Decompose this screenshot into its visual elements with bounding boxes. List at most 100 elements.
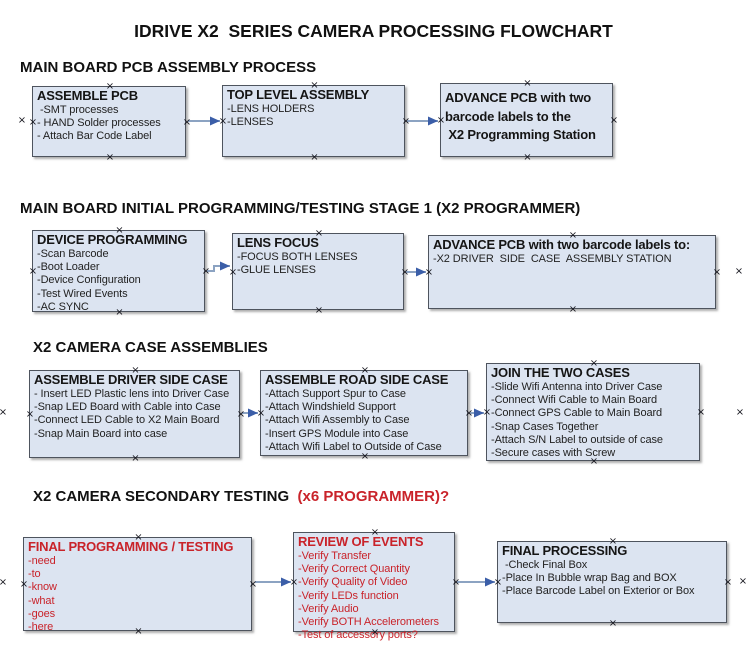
node-top-level-assembly: TOP LEVEL ASSEMBLY -LENS HOLDERS-LENSES … [219,81,410,163]
section-heading-secondary-testing: X2 CAMERA SECONDARY TESTING (x6 PROGRAMM… [33,488,449,505]
node-item: -Device Configuration [37,274,141,287]
node-item: -Connect LED Cable to X2 Main Board [34,414,220,427]
node-item: -Snap Cases Together [491,420,599,433]
node-item: -Attach Wifi Label to Outside of Case [265,440,442,453]
node-item: -to [28,568,41,581]
node-items: - Insert LED Plastic lens into Driver Ca… [34,388,239,441]
node-item: -Slide Wifi Antenna into Driver Case [491,381,663,393]
node-assemble-pcb: ASSEMBLE PCB -SMT processes- HAND Solder… [29,82,191,163]
node-item: -Verify Correct Quantity [298,563,410,576]
node-item: -SMT processes [37,104,119,116]
connector-marker: × [523,152,532,163]
connector-marker: × [523,78,532,89]
arrow [207,261,230,272]
node-title: DEVICE PROGRAMMING [37,232,188,247]
connector-marker: × [424,267,434,278]
node-item: -Verify BOTH Accelerometers [298,616,439,629]
node-item: -need [28,555,56,567]
node-title: ASSEMBLE ROAD SIDE CASE [265,372,449,387]
connector-marker: × [17,115,27,126]
node-item: -Snap LED Board with Cable into Case [34,401,221,414]
connector-marker: × [0,577,8,588]
connector-marker: × [735,407,745,418]
node-item: -Test Wired Events [37,287,128,300]
node-item: -Connect Wifi Cable to Main Board [491,394,658,407]
connector-marker: × [734,266,744,277]
node-items: -Scan Barcode-Boot Loader-Device Configu… [37,248,204,314]
node-item: -LENS HOLDERS [227,103,315,115]
node-item: -LENSES [227,116,274,129]
node-item: -Verify Audio [298,602,359,615]
node-item: -GLUE LENSES [237,264,316,277]
node-item: -Scan Barcode [37,248,109,260]
section-heading-pcb-assembly: MAIN BOARD PCB ASSEMBLY PROCESS [20,59,317,76]
node-review-of-events: REVIEW OF EVENTS -Verify Transfer-Verify… [290,528,460,642]
node-advance-pcb-programming-station: ADVANCE PCB with two barcode labels to th… [437,79,618,163]
connector-marker: × [310,152,319,163]
node-title: FINAL PROGRAMMING / TESTING [28,539,234,554]
node-title: FINAL PROCESSING [502,543,628,558]
node-bold-lines: ADVANCE PCB with two barcode labels to th… [445,89,612,145]
node-item: -Boot Loader [37,261,100,274]
node-item: -Attach Windshield Support [265,401,396,414]
node-item: -Verify Transfer [298,550,371,562]
connector-marker: × [568,304,578,315]
node-item: barcode labels to the [445,108,571,124]
node-title: ADVANCE PCB with two barcode labels to: [433,237,691,252]
node-item: -Check Final Box [502,559,588,571]
heading-black-part: X2 CAMERA SECONDARY TESTING [33,488,298,505]
node-title: JOIN THE TWO CASES [491,365,630,380]
node-item: -Connect GPS Cable to Main Board [491,407,663,420]
node-item: -Attach Support Spur to Case [265,388,406,400]
node-item: - HAND Solder processes [37,117,161,130]
node-items: -Check Final Box-Place In Bubble wrap Ba… [502,559,726,599]
node-assemble-driver-side-case: ASSEMBLE DRIVER SIDE CASE - Insert LED P… [26,366,245,464]
node-item: -AC SYNC [37,300,89,313]
connector-marker: × [608,618,618,629]
page-title: IDRIVE X2 SERIES CAMERA PROCESSING FLOWC… [134,21,613,41]
node-item: -Snap Main Board into case [34,427,168,440]
node-item: -Attach Wifi Assembly to Case [265,414,410,427]
node-item: -FOCUS BOTH LENSES [237,251,358,263]
node-title: ASSEMBLE PCB [37,88,138,103]
node-assemble-road-side-case: ASSEMBLE ROAD SIDE CASE -Attach Support … [257,366,473,462]
node-item: - Attach Bar Code Label [37,130,152,143]
node-title: ASSEMBLE DRIVER SIDE CASE [34,372,228,387]
section-heading-initial-programming: MAIN BOARD INITIAL PROGRAMMING/TESTING S… [20,200,581,217]
connector-marker: × [105,152,115,163]
node-item: -goes [28,607,56,620]
node-items: -X2 DRIVER SIDE CASE ASSEMBLY STATION [433,253,715,266]
connector-marker: × [0,407,8,418]
node-item: X2 Programming Station [445,127,596,142]
node-title: TOP LEVEL ASSEMBLY [227,87,370,102]
node-items: -need-to-know-what-goes-here [28,555,251,634]
section-heading-case-assemblies: X2 CAMERA CASE ASSEMBLIES [33,339,268,356]
node-final-programming-testing: FINAL PROGRAMMING / TESTING -need-to-kno… [20,533,257,637]
connector-marker: × [314,305,324,316]
node-device-programming: DEVICE PROGRAMMING -Scan Barcode-Boot Lo… [29,226,210,318]
node-lens-focus: LENS FOCUS -FOCUS BOTH LENSES-GLUE LENSE… [229,229,409,316]
node-items: -Verify Transfer-Verify Correct Quantity… [298,550,454,642]
connector-marker: × [738,576,747,587]
node-item: -Attach S/N Label to outside of case [491,433,663,446]
node-item: -Test of accessory ports? [298,629,418,642]
node-item: -Secure cases with Screw [491,447,616,460]
node-item: -Verify Quality of Video [298,576,408,589]
node-item: - Insert LED Plastic lens into Driver Ca… [34,388,230,400]
node-item: ADVANCE PCB with two [445,90,591,105]
node-item: -know [28,581,57,594]
connector-marker: × [131,453,140,464]
node-item: -here [28,621,54,634]
node-items: -Attach Support Spur to Case-Attach Wind… [265,388,467,454]
node-items: -FOCUS BOTH LENSES-GLUE LENSES [237,251,403,277]
node-item: -Verify LEDs function [298,589,399,602]
node-item: -X2 DRIVER SIDE CASE ASSEMBLY STATION [433,253,672,265]
connector-marker: × [712,267,722,278]
node-items: -SMT processes- HAND Solder processes- A… [37,104,185,144]
heading-red-part: (x6 PROGRAMMER)? [297,488,450,505]
node-title: REVIEW OF EVENTS [298,534,424,549]
node-items: -Slide Wifi Antenna into Driver Case-Con… [491,381,699,460]
node-item: -Place Barcode Label on Exterior or Box [502,585,695,598]
node-item: -Insert GPS Module into Case [265,427,409,440]
